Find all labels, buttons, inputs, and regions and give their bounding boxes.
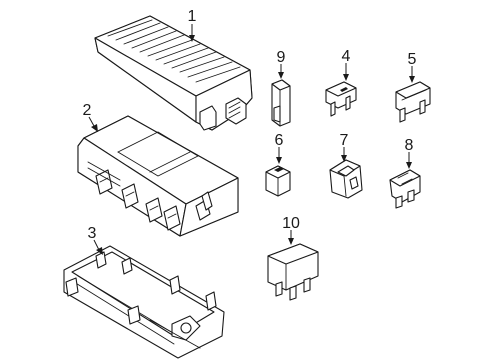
leader-2 — [88, 116, 95, 127]
leader-3 — [93, 239, 100, 251]
leader-7-arrowhead — [341, 155, 347, 162]
callout-3: 3 — [88, 225, 97, 242]
leader-6-arrowhead — [276, 157, 282, 164]
callout-4: 4 — [342, 48, 351, 65]
part-4-mini-fuse — [325, 81, 357, 117]
leader-1-arrowhead — [189, 35, 195, 42]
part-7-fuse-holder — [329, 159, 363, 199]
part-3-lower-tray — [63, 245, 225, 359]
part-9-fuse — [271, 79, 291, 127]
callout-numbers: 1 2 3 4 5 6 7 8 9 10 — [83, 8, 417, 242]
leader-5-arrowhead — [409, 76, 415, 83]
leader-10-arrowhead — [288, 238, 294, 245]
leader-9-arrowhead — [278, 72, 284, 79]
leader-8-arrowhead — [406, 162, 412, 169]
callout-leaders — [88, 24, 415, 255]
leader-3-arrowhead — [96, 247, 103, 255]
callout-1: 1 — [188, 8, 197, 25]
callout-2: 2 — [83, 102, 92, 119]
callout-7: 7 — [340, 132, 349, 149]
part-1-fuse-box-cover — [94, 15, 253, 131]
callout-6: 6 — [275, 132, 284, 149]
leader-4-arrowhead — [343, 74, 349, 81]
callout-8: 8 — [405, 137, 414, 154]
callout-10: 10 — [282, 215, 300, 232]
part-10-relay — [267, 243, 319, 301]
leader-2-arrowhead — [91, 124, 98, 132]
callout-5: 5 — [408, 51, 417, 68]
callout-9: 9 — [277, 49, 286, 66]
part-6-cartridge-fuse — [265, 165, 291, 197]
part-5-maxi-fuse — [395, 81, 431, 123]
part-8-blade-fuse — [389, 169, 421, 209]
part-2-fuse-box-housing — [77, 115, 239, 237]
